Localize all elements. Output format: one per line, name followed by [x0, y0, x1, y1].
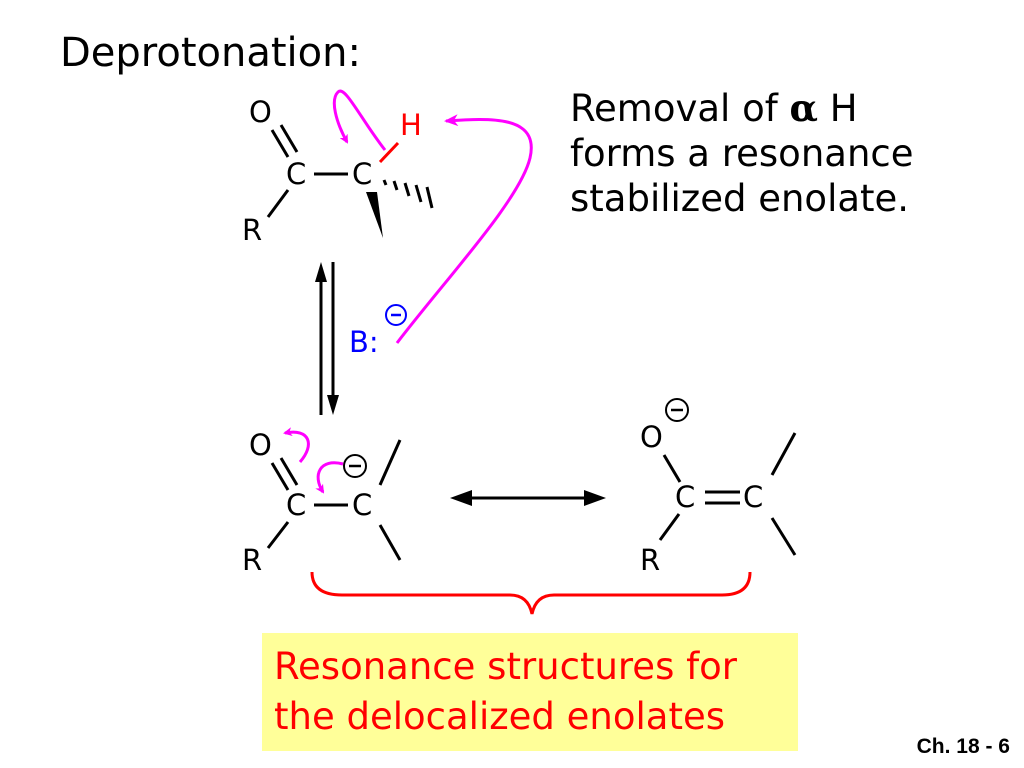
alpha-hydrogen: H: [400, 108, 422, 142]
enolate1-carbonyl-carbon: C: [286, 488, 306, 522]
slide-title: Deprotonation:: [60, 30, 361, 76]
explanation-line-1: Removal of α H: [570, 86, 858, 130]
ketone-oxygen: O: [249, 95, 272, 129]
enolate1-oxygen: O: [249, 428, 272, 462]
enolate2-negative-charge: [665, 398, 689, 422]
resonance-brace: [310, 571, 752, 615]
enolate-carbanion-structure: O C C R: [242, 428, 402, 577]
enolate2-oxygen: O: [640, 420, 663, 454]
resonance-caption-line-1: Resonance structures for: [274, 645, 737, 688]
resonance-caption-box: Resonance structures for the delocalized…: [262, 633, 798, 751]
enolate2-carbon: C: [675, 480, 695, 514]
ketone-carbonyl-carbon: C: [286, 157, 306, 191]
ch-to-cc-curved-arrow: [332, 89, 387, 151]
ketone-r-group: R: [242, 213, 262, 247]
enolate1-alpha-carbon: C: [352, 488, 372, 522]
enolate1-r-group: R: [242, 543, 262, 577]
ketone-co-bond-2: [279, 124, 299, 153]
alpha-symbol: α: [789, 86, 819, 130]
co-pi-to-oxygen-arrow: [283, 427, 310, 463]
enolate-oxyanion-structure: O C C R: [640, 398, 797, 577]
chapter-page-label: Ch. 18 - 6: [916, 735, 1010, 758]
wedge-bond: [366, 192, 383, 238]
base-negative-charge: [385, 304, 407, 326]
enolate2-r-group: R: [640, 543, 660, 577]
base-to-h-curved-arrow: [395, 114, 533, 344]
ketone-co-bond-1: [270, 129, 290, 158]
equilibrium-arrows: [315, 262, 339, 415]
enolate1-negative-charge: [343, 454, 367, 478]
ketone-r-bond: [266, 189, 290, 218]
lonepair-to-cc-arrow: [315, 461, 344, 494]
resonance-arrow: [450, 490, 606, 506]
hashed-bond: [382, 179, 434, 209]
explanation-line-3: stabilized enolate.: [570, 177, 910, 220]
base-label: B:: [349, 325, 379, 359]
ch-bond: [378, 141, 400, 164]
explanation-line-2: forms a resonance: [570, 132, 914, 175]
ketone-alpha-carbon: C: [352, 157, 372, 191]
resonance-caption-line-2: the delocalized enolates: [274, 695, 726, 738]
enolate2-alpha-carbon: C: [743, 480, 763, 514]
explanation-text: Removal of α H forms a resonance stabili…: [570, 86, 914, 221]
ketone-structure: O C C R H: [242, 95, 434, 247]
